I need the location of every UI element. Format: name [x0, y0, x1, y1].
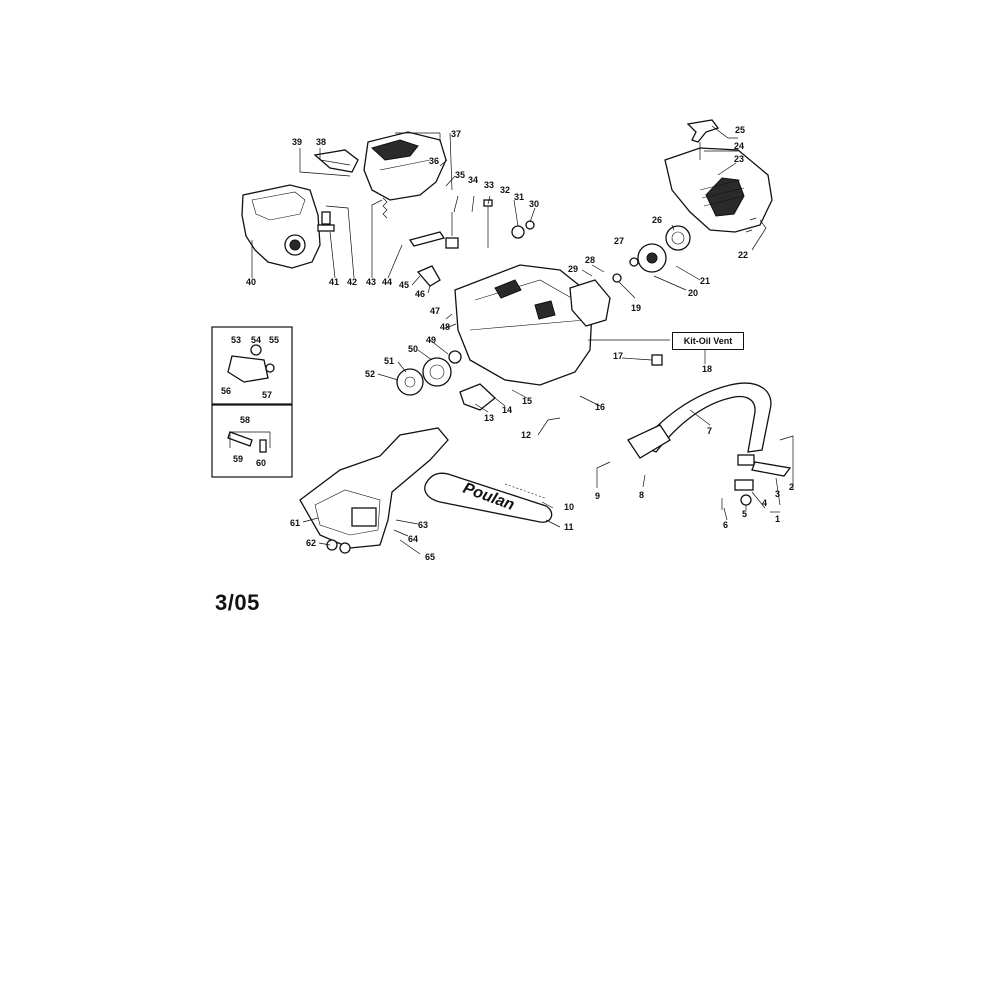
callout-4: 4: [762, 498, 767, 508]
engine-crankcase: [396, 264, 663, 411]
callout-22: 22: [738, 250, 748, 260]
callout-41: 41: [329, 277, 339, 287]
callout-26: 26: [652, 215, 662, 225]
callout-15: 15: [522, 396, 532, 406]
revision-date: 3/05: [215, 590, 260, 615]
callout-56: 56: [221, 386, 231, 396]
callout-labels: 1 2 3 4 5 6 7 8 9 10 11 12 13 14 15 16 1…: [221, 125, 794, 562]
callout-39: 39: [292, 137, 302, 147]
callout-33: 33: [484, 180, 494, 190]
callout-37: 37: [451, 129, 461, 139]
callout-17: 17: [613, 351, 623, 361]
callout-35: 35: [455, 170, 465, 180]
callout-14: 14: [502, 405, 512, 415]
callout-40: 40: [246, 277, 256, 287]
callout-58: 58: [240, 415, 250, 425]
callout-24: 24: [734, 141, 744, 151]
callout-30: 30: [529, 199, 539, 209]
callout-54: 54: [251, 335, 261, 345]
callout-43: 43: [366, 277, 376, 287]
callout-59: 59: [233, 454, 243, 464]
callout-29: 29: [568, 264, 578, 274]
callout-32: 32: [500, 185, 510, 195]
callout-23: 23: [734, 154, 744, 164]
callout-44: 44: [382, 277, 392, 287]
callout-64: 64: [408, 534, 418, 544]
callout-11: 11: [564, 522, 574, 532]
starter-assembly: [612, 119, 773, 283]
callout-34: 34: [468, 175, 478, 185]
callout-50: 50: [408, 344, 418, 354]
front-handle-assembly: [627, 382, 792, 510]
callout-3: 3: [775, 489, 780, 499]
callout-12: 12: [521, 430, 531, 440]
callout-57: 57: [262, 390, 272, 400]
callout-21: 21: [700, 276, 710, 286]
callout-18: 18: [702, 364, 712, 374]
callout-31: 31: [514, 192, 524, 202]
callout-47: 47: [430, 306, 440, 316]
callout-2: 2: [789, 482, 794, 492]
callout-63: 63: [418, 520, 428, 530]
inset-oil-pump: [211, 326, 293, 405]
callout-51: 51: [384, 356, 394, 366]
callout-16: 16: [595, 402, 605, 412]
callout-1: 1: [775, 514, 780, 524]
callout-19: 19: [631, 303, 641, 313]
sprocket-cover: [299, 427, 449, 554]
callout-5: 5: [742, 509, 747, 519]
leader-lines: [229, 125, 794, 555]
inset-adjuster: [211, 404, 293, 478]
callout-45: 45: [399, 280, 409, 290]
callout-6: 6: [723, 520, 728, 530]
callout-7: 7: [707, 426, 712, 436]
callout-48: 48: [440, 322, 450, 332]
callout-28: 28: [585, 255, 595, 265]
callout-8: 8: [639, 490, 644, 500]
guide-bar-and-chain: Poulan: [424, 472, 553, 523]
callout-53: 53: [231, 335, 241, 345]
callout-65: 65: [425, 552, 435, 562]
rear-handle-assembly: [241, 131, 535, 287]
callout-42: 42: [347, 277, 357, 287]
callout-25: 25: [735, 125, 745, 135]
callout-55: 55: [269, 335, 279, 345]
callout-10: 10: [564, 502, 574, 512]
callout-36: 36: [429, 156, 439, 166]
callout-60: 60: [256, 458, 266, 468]
callout-27: 27: [614, 236, 624, 246]
kit-oil-vent-label: Kit-Oil Vent: [672, 332, 744, 350]
callout-61: 61: [290, 518, 300, 528]
callout-20: 20: [688, 288, 698, 298]
callout-52: 52: [365, 369, 375, 379]
callout-49: 49: [426, 335, 436, 345]
callout-62: 62: [306, 538, 316, 548]
callout-9: 9: [595, 491, 600, 501]
callout-38: 38: [316, 137, 326, 147]
callout-46: 46: [415, 289, 425, 299]
callout-13: 13: [484, 413, 494, 423]
